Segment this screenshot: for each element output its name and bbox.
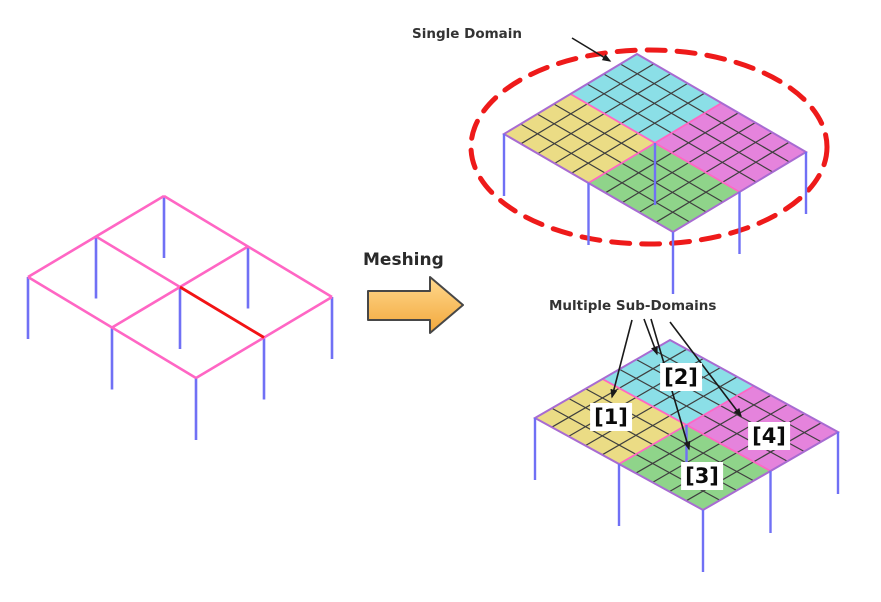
single-domain-arrow bbox=[571, 37, 612, 62]
beam bbox=[27, 194, 165, 279]
subdomain-arrow-4 bbox=[669, 321, 742, 418]
callout-arrows bbox=[571, 37, 742, 451]
meshing-arrow-icon bbox=[367, 276, 464, 334]
subdomain-arrow-2 bbox=[643, 318, 658, 356]
single-domain-mesh bbox=[502, 52, 808, 294]
meshing-label: Meshing bbox=[363, 250, 444, 270]
subdomain-arrow-1 bbox=[610, 319, 633, 399]
unmeshed-frame bbox=[26, 194, 334, 440]
multiple-subdomains-label: Multiple Sub-Domains bbox=[549, 298, 717, 314]
subdomain-2-label: [2] bbox=[660, 363, 702, 391]
subdomain-4-label: [4] bbox=[748, 422, 790, 450]
highlighted-beam bbox=[179, 285, 265, 339]
subdomain-3-label: [3] bbox=[681, 462, 723, 490]
subdomain-1-label: [1] bbox=[590, 403, 632, 431]
single-domain-ellipse bbox=[468, 47, 830, 247]
single-domain-label: Single Domain bbox=[412, 26, 523, 42]
